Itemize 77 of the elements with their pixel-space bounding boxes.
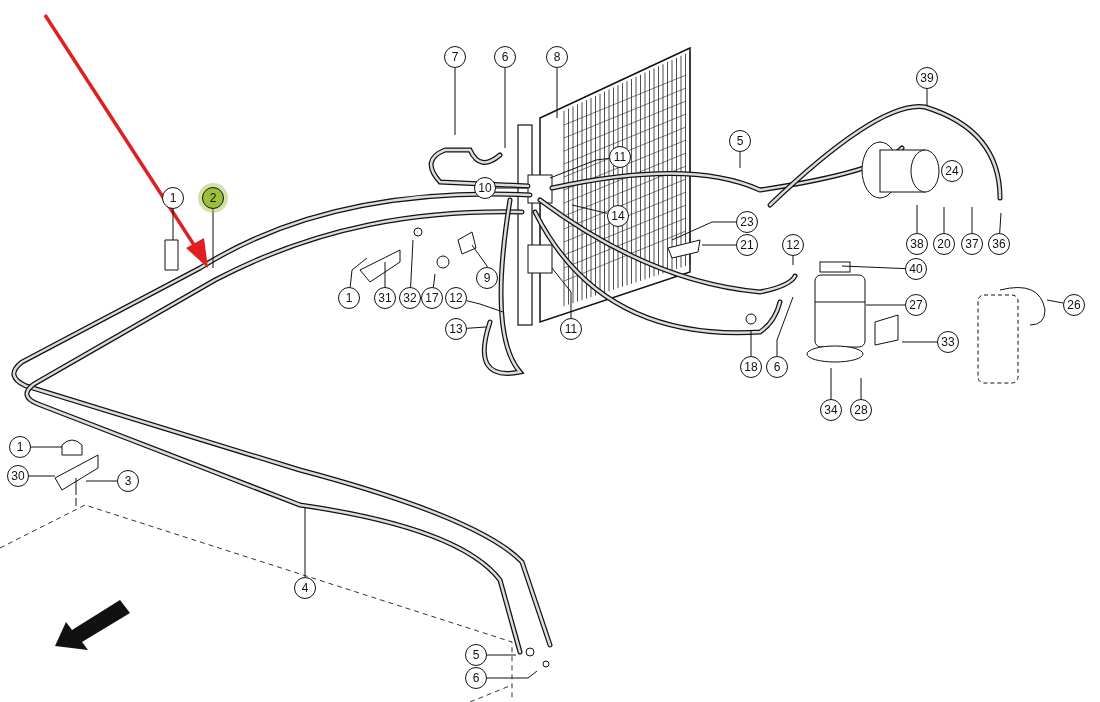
callout-number: 5 <box>729 130 751 152</box>
callout-number: 12 <box>445 287 467 309</box>
leader-line <box>1046 299 1064 304</box>
leader-line <box>971 206 973 234</box>
callout-number: 37 <box>961 233 983 255</box>
leader-line <box>466 300 504 313</box>
leader-line <box>172 208 174 241</box>
leader-line <box>28 475 56 477</box>
leader-line <box>792 255 794 266</box>
callout-number: 6 <box>766 356 788 378</box>
leader-line <box>504 67 506 149</box>
leader-line <box>551 267 572 319</box>
leader-line <box>454 67 456 136</box>
callout-number: 39 <box>916 67 938 89</box>
callout-number: 38 <box>906 233 928 255</box>
leader-line <box>495 187 528 189</box>
callout-number: 23 <box>736 211 758 233</box>
leader-line <box>841 265 906 270</box>
leader-line <box>471 244 488 268</box>
callout-number: 21 <box>736 234 758 256</box>
leader-line <box>916 204 918 234</box>
leader-line <box>349 257 368 288</box>
callout-number: 33 <box>937 331 959 353</box>
leader-line <box>865 304 906 306</box>
callout-number: 1 <box>162 187 184 209</box>
leader-line <box>466 326 487 329</box>
callout-number: 24 <box>941 160 963 182</box>
callout-number: 26 <box>1063 294 1085 316</box>
leader-line <box>549 157 610 179</box>
leader-line <box>943 206 945 234</box>
leader-line <box>556 67 558 119</box>
callout-number: 6 <box>494 46 516 68</box>
callout-number: 12 <box>782 234 804 256</box>
leader-line <box>926 88 928 107</box>
callout-number: 13 <box>445 318 467 340</box>
callout-number: 36 <box>988 233 1010 255</box>
callout-number: 4 <box>294 577 316 599</box>
callout-number: 31 <box>374 287 396 309</box>
leader-line <box>750 329 752 357</box>
leader-line <box>901 341 938 343</box>
callout-number: 9 <box>476 267 498 289</box>
leader-line <box>830 367 832 400</box>
callout-number: 20 <box>933 233 955 255</box>
leader-line <box>486 654 517 656</box>
callout-number: 11 <box>560 318 582 340</box>
callout-number: 1 <box>9 436 31 458</box>
leader-line <box>85 480 118 482</box>
callout-number: 28 <box>850 399 872 421</box>
leader-line <box>410 239 414 288</box>
callout-number: 17 <box>421 287 443 309</box>
leader-line <box>304 507 306 578</box>
callout-number: 2 <box>202 187 224 209</box>
leader-line <box>860 377 862 400</box>
leader-line <box>384 261 386 288</box>
callout-number: 3 <box>117 470 139 492</box>
callout-number: 40 <box>905 258 927 280</box>
leader-line <box>432 273 436 288</box>
leader-line <box>30 446 63 448</box>
callout-number: 1 <box>338 287 360 309</box>
leader-line <box>776 296 794 357</box>
callout-number: 6 <box>465 667 487 689</box>
callout-number: 7 <box>444 46 466 68</box>
leader-line <box>739 151 741 169</box>
leader-line <box>212 208 214 269</box>
callout-number: 8 <box>546 46 568 68</box>
leader-line <box>486 670 538 679</box>
leader-line <box>671 221 737 241</box>
callout-number: 10 <box>474 177 496 199</box>
callout-number: 32 <box>399 287 421 309</box>
callout-number: 30 <box>7 465 29 487</box>
callout-number: 18 <box>740 356 762 378</box>
callout-number: 5 <box>465 644 487 666</box>
leader-line <box>701 244 737 246</box>
callout-number: 34 <box>820 399 842 421</box>
leader-line <box>999 212 1002 234</box>
callout-number: 27 <box>905 294 927 316</box>
leader-line <box>571 204 608 214</box>
